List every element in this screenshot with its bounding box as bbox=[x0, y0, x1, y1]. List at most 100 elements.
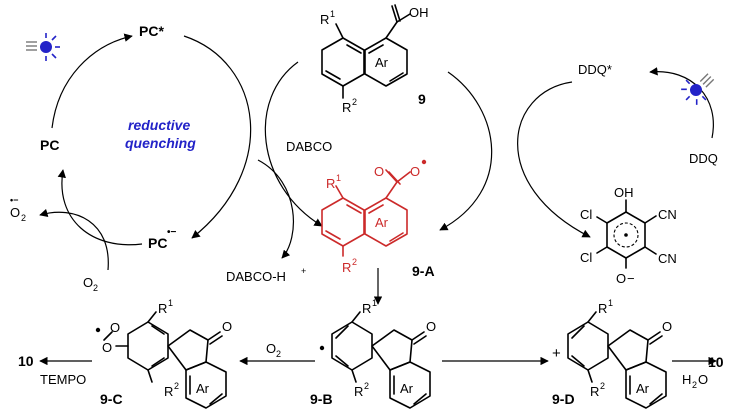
ring-left-9 bbox=[321, 37, 365, 87]
ring-cyclohexadienyl-9B bbox=[331, 321, 373, 371]
r2-9B-sup: 2 bbox=[364, 381, 369, 391]
ddq-radical-anion: OH CN CN Cl Cl O − bbox=[580, 185, 677, 286]
r1-9A-sup: 1 bbox=[336, 173, 341, 183]
r2-9C-sup: 2 bbox=[174, 381, 179, 391]
pc-excited-label: PC* bbox=[139, 23, 164, 39]
r2-9C: R bbox=[164, 384, 173, 399]
arrow-ddqstar-to-anion bbox=[517, 81, 591, 238]
oo-bond-9C bbox=[103, 331, 113, 341]
ring-cyclohexadiene-9C bbox=[127, 321, 169, 371]
o-carbonyl-9C: O bbox=[222, 319, 232, 334]
o2-left-sub: 2 bbox=[93, 283, 98, 293]
label-9: 9 bbox=[418, 91, 426, 107]
r2-9A: R bbox=[342, 260, 351, 275]
o2-bottom-sub: 2 bbox=[276, 349, 281, 359]
o-radical-9A: O bbox=[410, 164, 420, 179]
superoxide-sub: 2 bbox=[21, 213, 26, 223]
compound-9: R 1 R 2 OH Ar 9 bbox=[320, 4, 429, 115]
r1-9B-sup: 1 bbox=[372, 298, 377, 308]
ddq-cn-bottom: CN bbox=[658, 251, 677, 266]
ring-ar-9D bbox=[625, 361, 667, 409]
ar-9C: Ar bbox=[196, 381, 210, 396]
ar-9D: Ar bbox=[636, 381, 650, 396]
r1-9-sup: 1 bbox=[330, 9, 335, 19]
ddq-o-minus: O bbox=[616, 271, 626, 286]
oh-9: OH bbox=[409, 5, 429, 20]
ddq-cn-top: CN bbox=[658, 207, 677, 222]
photocatalyst-cycle: PC* PC PC •− reductive quenching O 2 •− … bbox=[10, 23, 252, 293]
ring-ar-9 bbox=[364, 37, 408, 87]
ddq-label: DDQ bbox=[689, 151, 718, 166]
r2-9D-sup: 2 bbox=[600, 381, 605, 391]
r2-9D: R bbox=[590, 384, 599, 399]
arrow-pcstar-to-pcminus bbox=[183, 35, 252, 239]
plus-9D: + bbox=[552, 345, 561, 362]
quenching-label: quenching bbox=[125, 135, 196, 151]
h2o-h: H bbox=[682, 372, 691, 387]
pc-label: PC bbox=[40, 137, 59, 153]
r1-9A: R bbox=[326, 176, 335, 191]
r1-bond-9 bbox=[335, 23, 344, 39]
ring-cyclohexadiene-9D bbox=[567, 321, 609, 371]
tempo-label: TEMPO bbox=[40, 372, 86, 387]
light-bulb-icon-right bbox=[681, 73, 715, 105]
arrow-9-to-ddq-anion bbox=[439, 71, 493, 231]
ddq-oh: OH bbox=[614, 185, 634, 200]
superoxide-charge: •− bbox=[10, 195, 18, 205]
dabco-h-label: DABCO-H bbox=[226, 269, 286, 284]
radical-dot-9B bbox=[319, 345, 325, 351]
compound-9A: R 1 R 2 O O Ar 9-A bbox=[321, 159, 435, 279]
r1-9: R bbox=[320, 12, 329, 27]
o-carbonyl-9B: O bbox=[426, 319, 436, 334]
label-9B: 9-B bbox=[310, 391, 333, 407]
r1-9D: R bbox=[598, 301, 607, 316]
ring-left-9A bbox=[321, 197, 365, 247]
label-9D: 9-D bbox=[552, 391, 575, 407]
r1-9C: R bbox=[158, 301, 167, 316]
ddq-cl-top: Cl bbox=[580, 207, 592, 222]
compound-9C: O O R 1 R 2 O Ar 9-C bbox=[95, 298, 232, 409]
product-10-left: 10 bbox=[18, 353, 34, 369]
ar-9A: Ar bbox=[375, 215, 389, 230]
r2-9-sup: 2 bbox=[352, 97, 357, 107]
r2-9: R bbox=[342, 100, 351, 115]
product-10-right: 10 bbox=[708, 354, 724, 370]
ring-ar-9B bbox=[389, 361, 431, 409]
arrow-pc-to-pcstar bbox=[51, 33, 133, 129]
ddq-excited-label: DDQ* bbox=[578, 62, 612, 77]
light-bulb-icon-left bbox=[26, 33, 60, 61]
h2o-sub: 2 bbox=[692, 380, 697, 390]
arrow-pcminus-to-pc bbox=[57, 169, 143, 246]
r1-9C-sup: 1 bbox=[168, 298, 173, 308]
compound-9B: R 1 R 2 O Ar 9-B bbox=[310, 298, 436, 409]
o-peroxy-1: O bbox=[102, 340, 112, 355]
r2-9A-sup: 2 bbox=[352, 257, 357, 267]
o-peroxy-2: O bbox=[110, 320, 120, 335]
ar-9B: Ar bbox=[400, 381, 414, 396]
ddq-minus-sign: − bbox=[627, 271, 635, 286]
ddq-cl-bottom: Cl bbox=[580, 250, 592, 265]
o2-left-label: O bbox=[83, 275, 93, 290]
label-9C: 9-C bbox=[100, 391, 123, 407]
lactone-ring-9C bbox=[167, 329, 209, 371]
superoxide-label: O bbox=[10, 205, 20, 220]
r1-9D-sup: 1 bbox=[608, 298, 613, 308]
lactone-ring-9D bbox=[607, 329, 649, 371]
ddq-cycle: DDQ* DDQ bbox=[517, 62, 718, 238]
arrow-9-to-9A bbox=[264, 61, 323, 227]
reductive-label: reductive bbox=[128, 117, 190, 133]
lactone-ring-9B bbox=[371, 329, 413, 371]
arrow-dabco-to-dabcoh bbox=[257, 159, 294, 259]
pc-radical-anion-charge: •− bbox=[167, 227, 177, 238]
r2-9B: R bbox=[354, 384, 363, 399]
o-carbonyl-9D: O bbox=[662, 319, 672, 334]
ring-ar-9A bbox=[364, 197, 408, 247]
pc-radical-anion-label: PC bbox=[148, 235, 167, 251]
r1-9B: R bbox=[362, 301, 371, 316]
ar-9: Ar bbox=[375, 55, 389, 70]
label-9A: 9-A bbox=[412, 263, 435, 279]
o-carbonyl-9A: O bbox=[374, 164, 384, 179]
radical-dot-9A bbox=[421, 159, 427, 165]
